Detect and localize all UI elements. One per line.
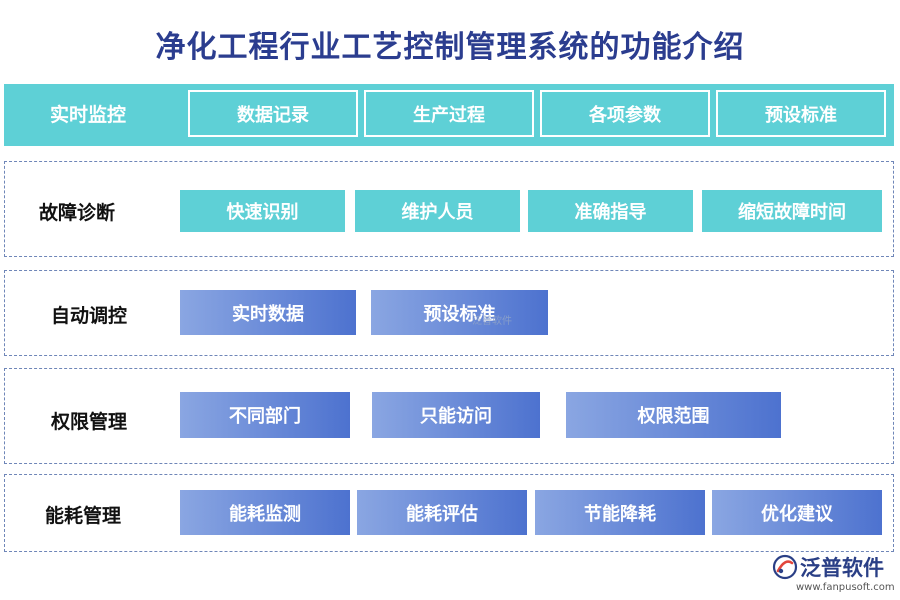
page-title: 净化工程行业工艺控制管理系统的功能介绍 xyxy=(155,30,745,65)
row-label-energy-management: 能耗管理 xyxy=(45,505,122,527)
item-data-recording: 数据记录 xyxy=(188,90,358,137)
row-permission-management: 权限管理 不同部门 只能访问 权限范围 xyxy=(4,368,894,464)
item-energy-monitoring: 能耗监测 xyxy=(180,490,350,535)
item-optimization-suggestions: 优化建议 xyxy=(712,490,882,535)
row-label-realtime-monitoring: 实时监控 xyxy=(50,104,127,126)
item-permission-scope: 权限范围 xyxy=(566,392,781,438)
item-maintenance-staff: 维护人员 xyxy=(355,190,520,232)
row-label-auto-control: 自动调控 xyxy=(51,305,128,327)
row-label-fault-diagnosis: 故障诊断 xyxy=(39,202,116,224)
item-parameters: 各项参数 xyxy=(540,90,710,137)
item-shorten-downtime: 缩短故障时间 xyxy=(702,190,882,232)
row-realtime-monitoring: 实时监控 数据记录 生产过程 各项参数 预设标准 xyxy=(4,84,894,146)
brand-logo: 泛普软件 www.fanpusoft.com xyxy=(772,552,896,596)
item-accurate-guidance: 准确指导 xyxy=(528,190,693,232)
row-auto-control: 自动调控 实时数据 预设标准 xyxy=(4,270,894,356)
item-quick-identification: 快速识别 xyxy=(180,190,345,232)
logo-url: www.fanpusoft.com xyxy=(796,582,895,593)
fanpu-logo-icon xyxy=(772,554,798,580)
logo-name: 泛普软件 xyxy=(800,556,884,580)
item-realtime-data: 实时数据 xyxy=(180,290,356,335)
item-energy-saving: 节能降耗 xyxy=(535,490,705,535)
item-preset-standards: 预设标准 xyxy=(716,90,886,137)
row-fault-diagnosis: 故障诊断 快速识别 维护人员 准确指导 缩短故障时间 xyxy=(4,161,894,257)
item-different-departments: 不同部门 xyxy=(180,392,350,438)
watermark: 泛普软件 xyxy=(472,316,512,327)
row-energy-management: 能耗管理 能耗监测 能耗评估 节能降耗 优化建议 xyxy=(4,474,894,552)
item-production-process: 生产过程 xyxy=(364,90,534,137)
item-auto-preset-standards: 预设标准 xyxy=(371,290,548,335)
row-label-permission-management: 权限管理 xyxy=(51,411,128,433)
item-access-only: 只能访问 xyxy=(372,392,540,438)
item-energy-evaluation: 能耗评估 xyxy=(357,490,527,535)
